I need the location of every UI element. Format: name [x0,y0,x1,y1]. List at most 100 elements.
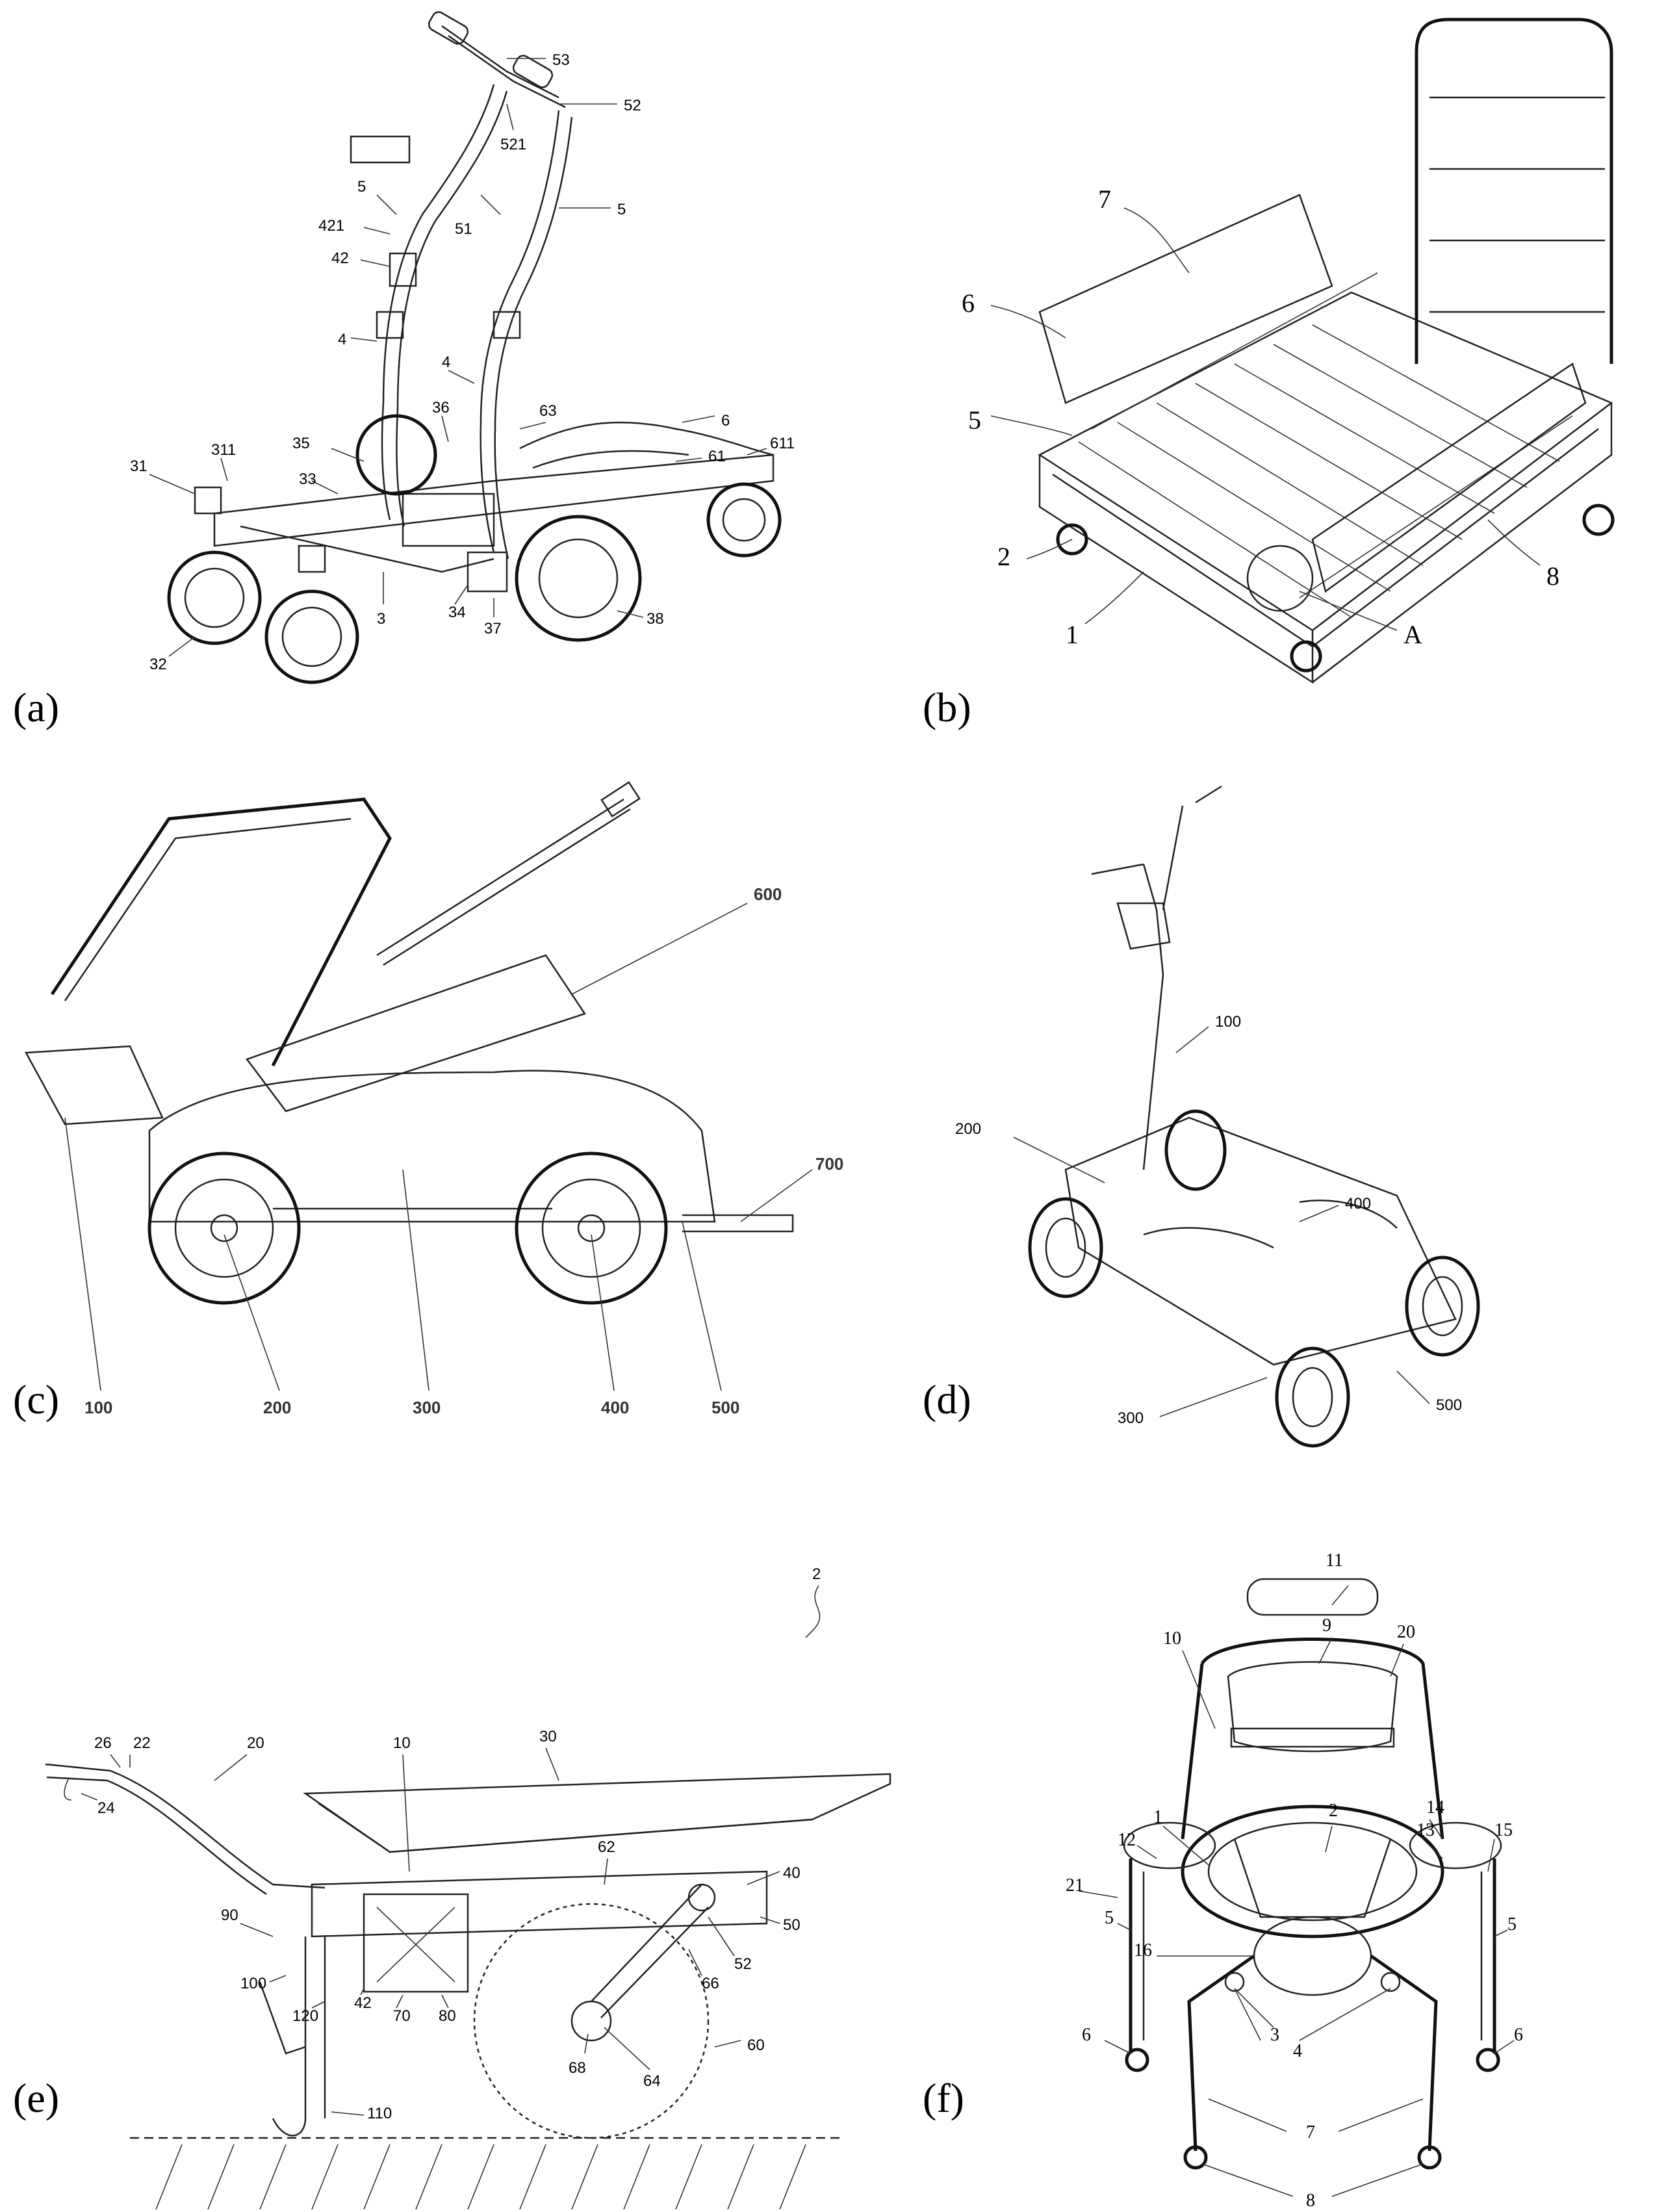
ref-f-5-right: 5 [1507,1914,1517,1935]
panel-e-drawing [45,1585,891,2210]
ref-b-7: 7 [1098,185,1111,214]
ref-a-3: 3 [377,610,385,628]
ref-e-20: 20 [247,1734,264,1752]
ref-c-500: 500 [711,1398,739,1417]
ref-a-4-left: 4 [338,331,346,348]
ref-e-66: 66 [702,1975,719,1992]
ref-a-52: 52 [624,97,641,114]
ref-a-36: 36 [432,399,450,417]
ref-b-2: 2 [997,542,1010,571]
ref-a-42: 42 [331,250,349,267]
ref-e-10: 10 [393,1734,411,1752]
ref-e-100: 100 [240,1975,266,1992]
ref-a-6: 6 [721,412,730,430]
ref-f-6-left: 6 [1082,2025,1091,2045]
panel-a-numbers: 53 52 521 51 5 5 421 42 4 4 6 63 61 611 … [130,51,795,673]
ref-f-7: 7 [1306,2122,1315,2142]
ref-b-8: 8 [1546,561,1559,591]
ref-f-4: 4 [1293,2041,1302,2061]
ref-d-300: 300 [1118,1409,1144,1427]
ref-a-34: 34 [448,604,466,621]
ref-e-2: 2 [812,1565,821,1583]
ref-e-50: 50 [783,1916,801,1934]
ref-a-5-right: 5 [617,201,626,218]
ref-a-611: 611 [770,435,795,452]
ref-b-5: 5 [968,405,981,435]
ref-d-500: 500 [1436,1396,1462,1414]
ref-a-311: 311 [211,441,236,459]
ref-c-700: 700 [815,1154,843,1174]
panel-label-f: (f) [923,2075,964,2121]
ref-e-120: 120 [292,2007,318,2025]
ref-e-22: 22 [133,1734,151,1752]
panel-d-numbers: 100 200 400 300 500 [955,1013,1462,1427]
ref-f-21: 21 [1066,1875,1084,1896]
panel-f-drawing [1078,1578,1515,2197]
ref-a-31: 31 [130,457,147,475]
ref-a-33: 33 [299,470,316,488]
ref-d-200: 200 [955,1120,981,1138]
ref-a-4-right: 4 [442,354,450,371]
ref-e-62: 62 [598,1838,615,1856]
ref-e-30: 30 [539,1728,557,1745]
panel-f-numbers: 11 9 10 20 1 2 12 14 13 15 21 5 5 16 3 4… [1066,1550,1523,2211]
panel-b-drawing [990,18,1615,684]
ref-b-1: 1 [1066,620,1079,649]
ref-e-80: 80 [439,2007,456,2025]
ref-f-15: 15 [1494,1820,1513,1840]
ref-c-300: 300 [413,1398,441,1417]
ref-a-35: 35 [292,435,310,452]
panel-label-c: (c) [13,1376,59,1422]
ref-a-61: 61 [708,448,726,465]
ref-e-52: 52 [734,1955,752,1973]
ref-d-400: 400 [1345,1195,1371,1213]
ref-f-1: 1 [1153,1807,1162,1827]
ref-f-13: 13 [1416,1820,1435,1840]
ref-f-20: 20 [1397,1622,1415,1642]
ref-f-12: 12 [1118,1830,1136,1850]
panel-label-e: (e) [13,2075,59,2121]
ref-f-6-right: 6 [1514,2025,1523,2045]
ref-f-9: 9 [1322,1615,1331,1636]
ref-a-521: 521 [500,136,526,153]
ref-b-A: A [1403,620,1422,649]
ref-e-70: 70 [393,2007,411,2025]
ref-f-2: 2 [1329,1801,1338,1821]
panel-label-b: (b) [923,684,971,730]
ref-f-16: 16 [1134,1940,1152,1961]
ref-c-200: 200 [263,1398,291,1417]
ref-e-64: 64 [643,2072,661,2090]
panel-d-drawing [1013,785,1480,1448]
ref-e-68: 68 [569,2059,586,2077]
ref-d-100: 100 [1215,1013,1241,1031]
panel-label-a: (a) [13,684,59,730]
ref-e-60: 60 [747,2037,765,2054]
ref-e-42: 42 [354,1994,372,2012]
ref-a-37: 37 [484,620,502,637]
ref-a-5-left: 5 [357,178,366,196]
ref-f-8: 8 [1306,2191,1315,2211]
ref-e-90: 90 [221,1907,238,1924]
ref-f-11: 11 [1326,1550,1343,1571]
ref-f-10: 10 [1163,1628,1181,1649]
panel-e-numbers: 2 26 22 24 20 30 10 62 40 50 52 66 90 10… [94,1565,821,2122]
ref-a-38: 38 [647,610,664,628]
ref-a-63: 63 [539,402,557,420]
panel-b-numbers: 7 6 5 2 1 A 8 [962,185,1559,649]
ref-f-5-left: 5 [1105,1908,1114,1928]
ref-a-51: 51 [455,220,472,238]
panel-label-d: (d) [923,1376,971,1422]
panel-c-numbers: 600 700 100 200 300 400 500 [84,884,843,1417]
ref-e-24: 24 [97,1799,115,1817]
ref-b-6: 6 [962,289,975,318]
ref-e-40: 40 [783,1864,801,1882]
ref-a-32: 32 [149,656,167,673]
ref-a-421: 421 [318,217,344,235]
ref-f-3: 3 [1270,2025,1279,2045]
ref-c-600: 600 [754,884,782,904]
panel-c-drawing [24,781,813,1391]
ref-e-110: 110 [367,2105,392,2122]
ref-a-53: 53 [552,51,570,69]
ref-f-14: 14 [1426,1797,1444,1818]
